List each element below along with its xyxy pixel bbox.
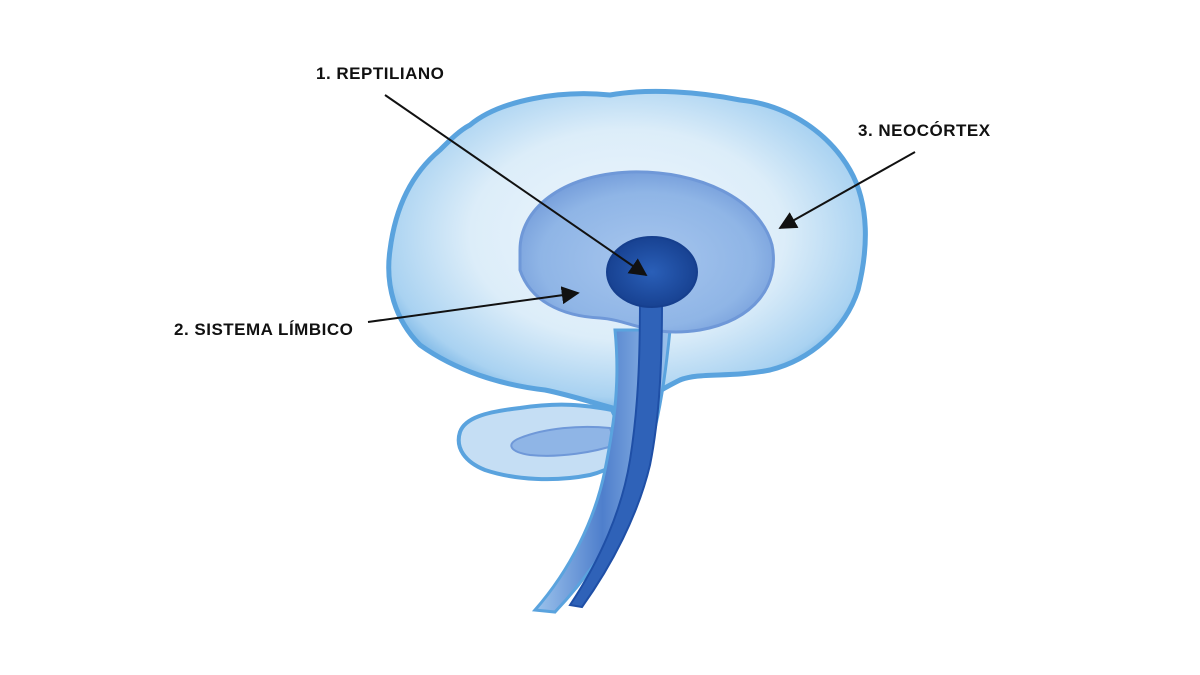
cerebellum-inner-fold xyxy=(510,425,617,457)
reptilian-core xyxy=(606,236,698,308)
reptilian-stalk xyxy=(568,299,664,609)
arrow-neocortex xyxy=(778,151,916,229)
label-neocortex: 3. NEOCÓRTEX xyxy=(858,121,991,140)
label-reptilian: 1. REPTILIANO xyxy=(316,64,445,83)
arrow-reptilian xyxy=(384,94,648,277)
arrow-limbic xyxy=(367,286,580,323)
label-limbic: 2. SISTEMA LÍMBICO xyxy=(174,320,354,339)
